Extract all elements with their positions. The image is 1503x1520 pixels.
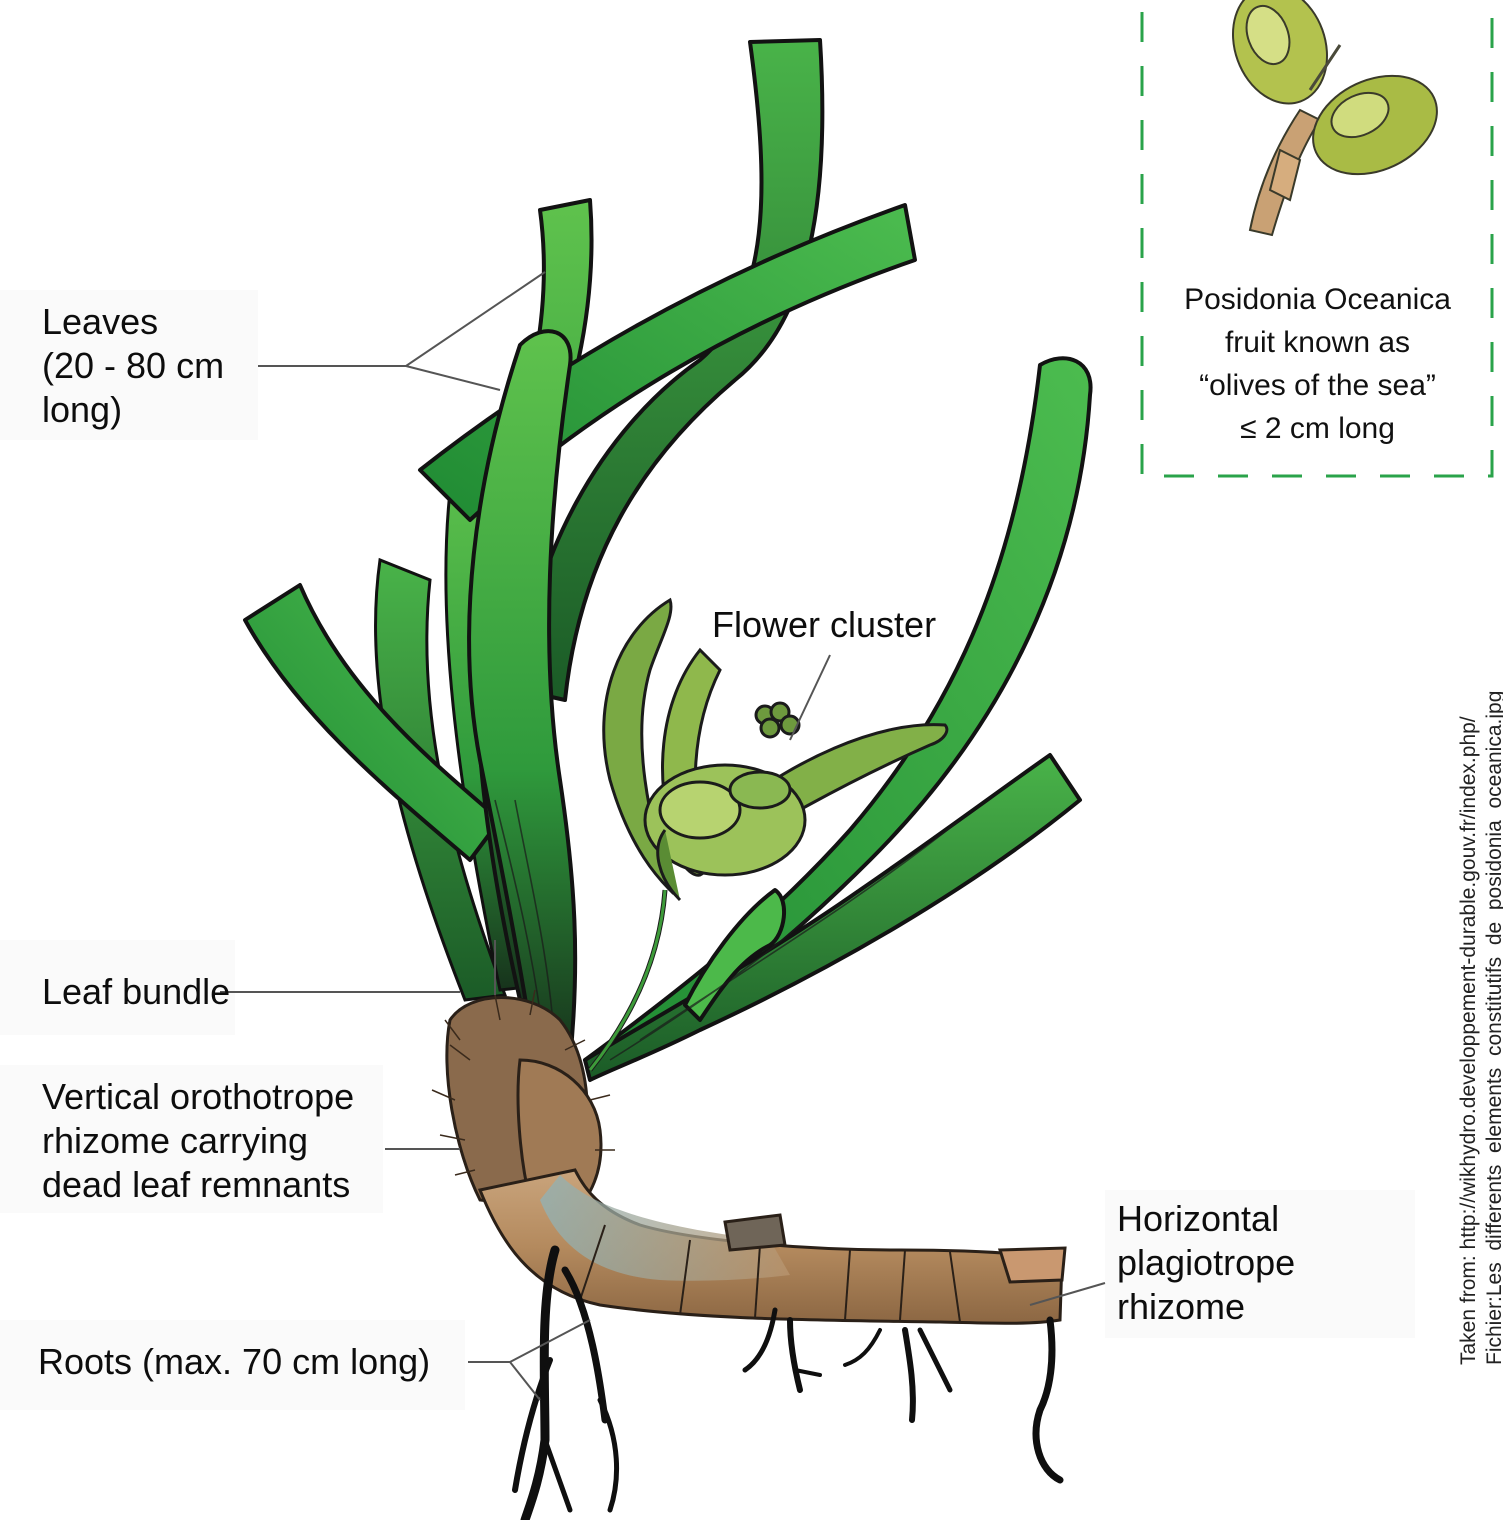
vertical-rhizome-label: Vertical orothotrope rhizome carrying de… [42, 1075, 354, 1207]
credit-line-1: Taken from: http://wikhydro.developpemen… [1456, 691, 1482, 1365]
horizontal-rhizome-illustration [480, 1170, 1065, 1323]
leader-flower [790, 655, 830, 740]
roots-label: Roots (max. 70 cm long) [38, 1340, 430, 1384]
flower-cluster-label: Flower cluster [712, 603, 936, 647]
leader-leaves-b [406, 366, 500, 390]
source-credit: Taken from: http://wikhydro.developpemen… [1456, 691, 1503, 1365]
leaf-right-long [585, 358, 1091, 1075]
leaves-label: Leaves (20 - 80 cm long) [42, 300, 224, 432]
leaf-bundle-label: Leaf bundle [42, 970, 230, 1014]
leader-roots-b [510, 1362, 540, 1400]
credit-line-2: Fichier:Les_differents_elements_constitu… [1482, 691, 1503, 1365]
fruit-caption: Posidonia Oceanica fruit known as “olive… [1145, 278, 1490, 450]
leader-roots-a [468, 1320, 590, 1362]
horizontal-rhizome-label: Horizontal plagiotrope rhizome [1117, 1197, 1295, 1329]
fruit-illustration [1217, 0, 1453, 235]
leader-leaves-a [258, 272, 545, 366]
leaves-group [245, 40, 1091, 1080]
